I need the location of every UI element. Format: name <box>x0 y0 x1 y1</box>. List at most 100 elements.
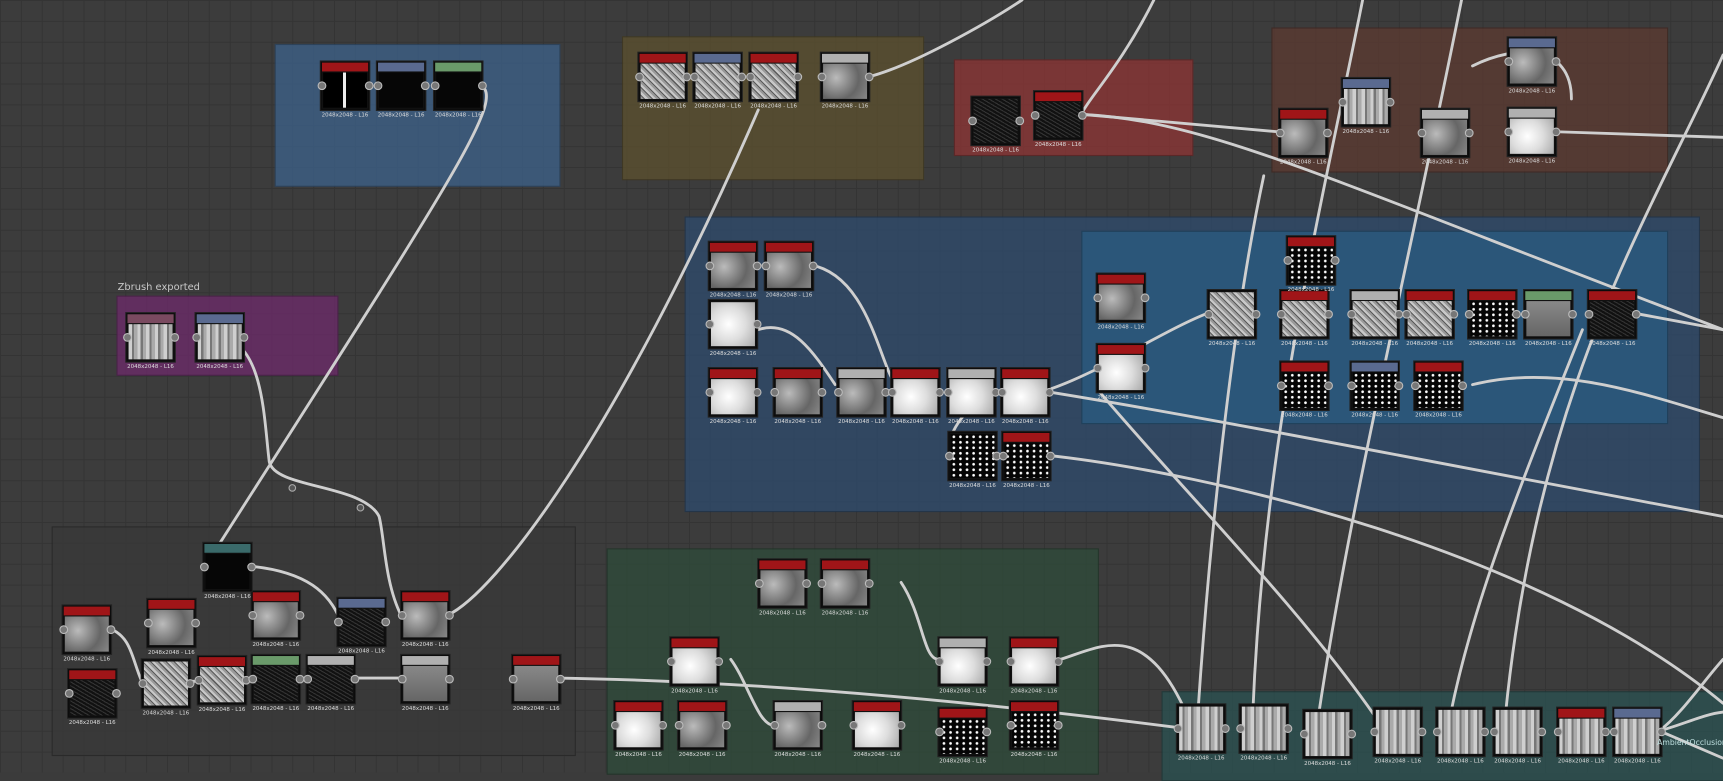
node-output-port[interactable] <box>420 81 430 91</box>
node-output-port[interactable] <box>1480 727 1490 737</box>
node-output-port[interactable] <box>191 618 200 628</box>
node-output-port[interactable] <box>1140 363 1150 373</box>
graph-node[interactable]: 2048x2048 - L16 <box>635 52 692 110</box>
node-output-port[interactable] <box>1512 309 1521 319</box>
graph-node[interactable]: 2048x2048 - L16 <box>1490 707 1547 765</box>
node-input-port[interactable] <box>1299 729 1309 739</box>
node-input-port[interactable] <box>143 618 153 628</box>
node-input-port[interactable] <box>754 579 764 588</box>
node-output-port[interactable] <box>381 617 391 627</box>
node-input-port[interactable] <box>1093 293 1103 303</box>
graph-node[interactable]: 2048x2048 - L16 <box>1402 290 1459 347</box>
graph-node[interactable]: 2048x2048 - L16 <box>334 597 391 655</box>
node-output-port[interactable] <box>1251 309 1261 319</box>
graph-node[interactable]: 2048x2048 - L16 <box>1276 361 1333 419</box>
node-input-port[interactable] <box>59 625 69 635</box>
node-input-port[interactable] <box>770 387 780 397</box>
node-input-port[interactable] <box>1584 309 1594 319</box>
graph-node[interactable]: 2048x2048 - L16 <box>194 656 251 713</box>
graph-node[interactable]: 2048x2048 - L16 <box>123 313 180 370</box>
node-output-port[interactable] <box>1078 110 1087 120</box>
node-input-port[interactable] <box>635 72 644 82</box>
node-output-port[interactable] <box>817 387 827 397</box>
node-input-port[interactable] <box>761 261 771 271</box>
node-input-port[interactable] <box>705 387 715 397</box>
graph-node[interactable]: 2048x2048 - L16 <box>192 313 249 370</box>
graph-node[interactable]: 2048x2048 - L16 <box>317 61 374 119</box>
node-output-port[interactable] <box>752 387 762 397</box>
graph-node[interactable]: 2048x2048 - L16 <box>64 669 121 726</box>
graph-node[interactable]: 2048x2048 - L16 <box>1347 290 1404 347</box>
node-input-port[interactable] <box>1276 309 1286 319</box>
node-output-port[interactable] <box>1631 309 1641 319</box>
node-output-port[interactable] <box>247 562 257 572</box>
graph-node[interactable]: 2048x2048 - L16 <box>508 654 565 712</box>
node-input-port[interactable] <box>1553 727 1563 737</box>
graph-node[interactable]: 2048x2048 - L16 <box>945 431 1002 489</box>
node-output-port[interactable] <box>1053 657 1063 666</box>
graph-node[interactable]: 2048x2048 - L16 <box>935 707 992 765</box>
graph-node[interactable]: 2048x2048 - L16 <box>397 591 454 648</box>
node-input-port[interactable] <box>397 610 407 620</box>
node-input-port[interactable] <box>849 720 859 730</box>
node-output-port[interactable] <box>1015 116 1025 126</box>
node-output-port[interactable] <box>1551 57 1561 66</box>
graph-node[interactable]: 2048x2048 - L16 <box>1236 704 1293 762</box>
graph-node[interactable]: 2048x2048 - L16 <box>1609 707 1666 765</box>
graph-node[interactable]: 2048x2048 - L16 <box>1006 701 1063 758</box>
node-output-port[interactable] <box>1045 387 1054 397</box>
graph-node[interactable]: 2048x2048 - L16 <box>248 654 305 712</box>
node-output-port[interactable] <box>1551 127 1561 137</box>
graph-node[interactable]: 2048x2048 - L16 <box>1347 361 1404 419</box>
node-input-port[interactable] <box>1504 57 1514 66</box>
node-output-port[interactable] <box>1347 729 1357 739</box>
graph-node[interactable]: 2048x2048 - L16 <box>1464 290 1521 347</box>
node-output-port[interactable] <box>239 332 249 342</box>
node-output-port[interactable] <box>170 332 180 342</box>
node-input-port[interactable] <box>194 675 204 685</box>
node-output-port[interactable] <box>721 720 731 730</box>
node-input-port[interactable] <box>1093 363 1103 373</box>
graph-node[interactable]: 2048x2048 - L16 <box>746 52 803 110</box>
graph-node[interactable]: 2048x2048 - L16 <box>1173 704 1230 762</box>
node-input-port[interactable] <box>1283 256 1293 265</box>
graph-node[interactable]: 2048x2048 - L16 <box>138 659 195 716</box>
node-output-port[interactable] <box>445 674 454 684</box>
node-input-port[interactable] <box>935 657 944 666</box>
node-input-port[interactable] <box>1347 309 1357 319</box>
node-input-port[interactable] <box>834 387 843 397</box>
graph-node[interactable]: 2048x2048 - L16 <box>397 654 454 712</box>
node-output-port[interactable] <box>1220 724 1230 733</box>
node-input-port[interactable] <box>1490 727 1499 737</box>
node-input-port[interactable] <box>887 387 897 397</box>
graph-node[interactable]: 2048x2048 - L16 <box>143 598 200 656</box>
node-output-port[interactable] <box>1417 727 1427 737</box>
node-output-port[interactable] <box>106 625 116 635</box>
node-output-port[interactable] <box>658 720 668 730</box>
node-input-port[interactable] <box>705 319 715 329</box>
graph-node[interactable]: 2048x2048 - L16 <box>1370 707 1427 765</box>
node-input-port[interactable] <box>138 679 148 688</box>
graph-node[interactable]: 2048x2048 - L16 <box>674 701 731 758</box>
node-output-port[interactable] <box>808 261 818 271</box>
graph-node[interactable]: 2048x2048 - L16 <box>1093 343 1150 401</box>
node-output-port[interactable] <box>1140 293 1150 303</box>
graph-node[interactable]: 2048x2048 - L16 <box>199 542 257 600</box>
graph-node[interactable]: 2048x2048 - L16 <box>1553 707 1610 765</box>
node-input-port[interactable] <box>1173 724 1183 733</box>
node-output-port[interactable] <box>478 81 487 91</box>
node-input-port[interactable] <box>1236 724 1246 733</box>
graph-node[interactable]: 2048x2048 - L16 <box>59 605 116 663</box>
graph-node[interactable]: 2048x2048 - L16 <box>1410 361 1468 419</box>
node-output-port[interactable] <box>752 261 762 271</box>
node-output-port[interactable] <box>817 720 827 730</box>
node-input-port[interactable] <box>770 720 780 730</box>
node-input-port[interactable] <box>430 81 440 91</box>
graph-node[interactable]: 2048x2048 - L16 <box>968 96 1025 154</box>
node-input-port[interactable] <box>935 727 944 737</box>
node-input-port[interactable] <box>1338 97 1348 107</box>
node-input-port[interactable] <box>1609 727 1619 737</box>
node-output-port[interactable] <box>112 689 121 698</box>
graph-node[interactable]: 2048x2048 - L16 <box>1283 236 1340 293</box>
